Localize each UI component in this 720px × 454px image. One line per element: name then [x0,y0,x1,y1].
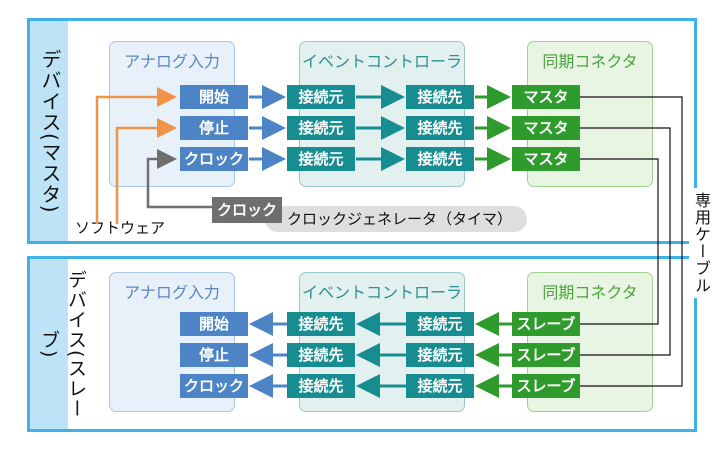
clock-source-box: クロック [212,197,282,223]
slave-sync-slave: スレーブ [512,343,580,367]
slave-analog-input-title: アナログ入力 [124,283,220,302]
master-side-tab [30,21,68,241]
master-device-label: デバイス(マスタ) [38,48,62,214]
master-event-source: 接続元 [287,85,355,109]
master-input-start: 開始 [180,85,248,109]
master-event-source: 接続元 [287,147,355,171]
slave-sync-slave: スレーブ [512,312,580,336]
master-sync-connector-title: 同期コネクタ [542,52,638,71]
software-arrows [95,87,177,224]
master-analog-input-title: アナログ入力 [124,52,220,71]
slave-device-label: デバイス(スレーブ) [38,269,87,419]
master-event-destination: 接続先 [406,85,474,109]
slave-sync-slave: スレーブ [512,374,580,398]
slave-input-clock: クロック [180,374,248,398]
slave-event-source: 接続元 [406,343,474,367]
master-event-source: 接続元 [287,116,355,140]
slave-sync-connector-title: 同期コネクタ [542,283,638,302]
slave-side-tab [30,259,68,429]
slave-event-source: 接続元 [406,312,474,336]
master-sync-master: マスタ [512,116,580,140]
slave-input-start: 開始 [180,312,248,336]
master-sync-master: マスタ [512,147,580,171]
clock-generator-label: クロックジェネレータ（タイマ） [265,206,527,232]
clock-arrow [146,149,212,209]
dedicated-cable-lines [580,96,683,387]
slave-event-controller-title: イベントコントローラ [301,283,462,302]
slave-input-stop: 停止 [180,343,248,367]
slave-event-destination: 接続先 [287,343,355,367]
master-input-clock: クロック [180,147,248,171]
slave-event-source: 接続元 [406,374,474,398]
master-sync-master: マスタ [512,85,580,109]
slave-row-arrows [249,312,512,398]
dedicated-cable-label: 専用ケーブル [689,188,713,298]
master-event-destination: 接続先 [406,116,474,140]
master-event-controller-title: イベントコントローラ [301,52,462,71]
master-event-destination: 接続先 [406,147,474,171]
master-input-stop: 停止 [180,116,248,140]
slave-event-destination: 接続先 [287,312,355,336]
master-row-arrows [249,85,511,171]
slave-event-destination: 接続先 [287,374,355,398]
